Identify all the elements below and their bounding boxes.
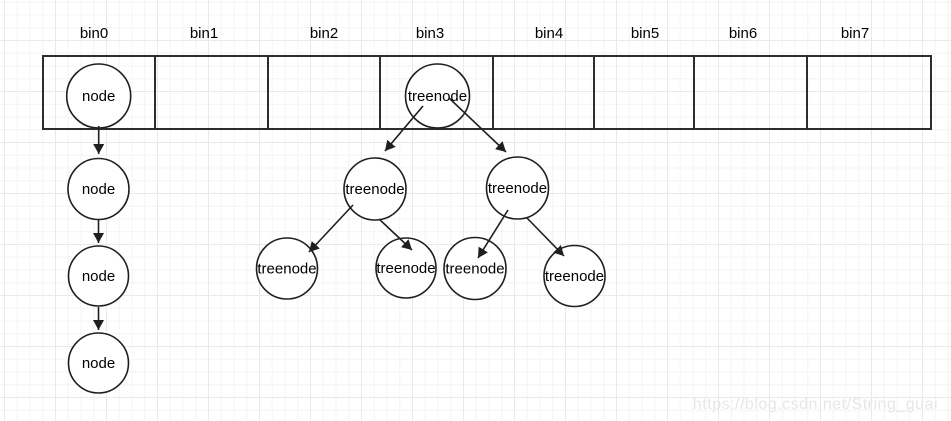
list-node-4: node (67, 332, 130, 394)
tree-arrow-left-right (378, 218, 413, 251)
tree-right-node: treenode (485, 156, 550, 220)
tree-left-right-node: treenode (375, 237, 437, 299)
tree-arrow-right-right (526, 217, 565, 257)
bin5-label: bin5 (631, 25, 659, 42)
list-node-head-label: node (82, 88, 115, 105)
list-node-3: node (67, 245, 130, 307)
tree-left-node: treenode (343, 157, 407, 221)
tree-arrow-right-left (477, 209, 509, 259)
tree-right-label: treenode (488, 180, 547, 197)
list-node-2-label: node (82, 181, 115, 198)
list-node-2: node (67, 157, 130, 221)
tree-right-left-label: treenode (445, 261, 504, 278)
tree-arrow-left-left (308, 204, 354, 253)
tree-left-left-label: treenode (257, 261, 316, 278)
bin3-label: bin3 (416, 25, 444, 42)
tree-arrow-root-right (448, 97, 507, 153)
list-node-4-label: node (82, 355, 115, 372)
bin6-label: bin6 (729, 25, 757, 42)
bin4-label: bin4 (535, 25, 563, 42)
tree-right-left-node: treenode (443, 236, 507, 301)
csdn-watermark: https://blog.csdn.net/String_guai (692, 396, 938, 413)
bin2-label: bin2 (310, 25, 338, 42)
tree-left-left-node: treenode (255, 237, 319, 300)
tree-right-right-label: treenode (545, 268, 604, 285)
bin1-label: bin1 (190, 25, 218, 42)
tree-root-node: treenode (404, 63, 471, 129)
list-node-3-label: node (82, 268, 115, 285)
bucket-array-border (42, 55, 932, 130)
list-node-head: node (65, 63, 132, 129)
tree-root-label: treenode (408, 88, 467, 105)
tree-left-right-label: treenode (376, 260, 435, 277)
tree-right-right-node: treenode (543, 244, 606, 308)
bin7-label: bin7 (841, 25, 869, 42)
tree-left-label: treenode (345, 181, 404, 198)
bin0-label: bin0 (80, 25, 108, 42)
tree-arrow-root-left (384, 105, 424, 152)
